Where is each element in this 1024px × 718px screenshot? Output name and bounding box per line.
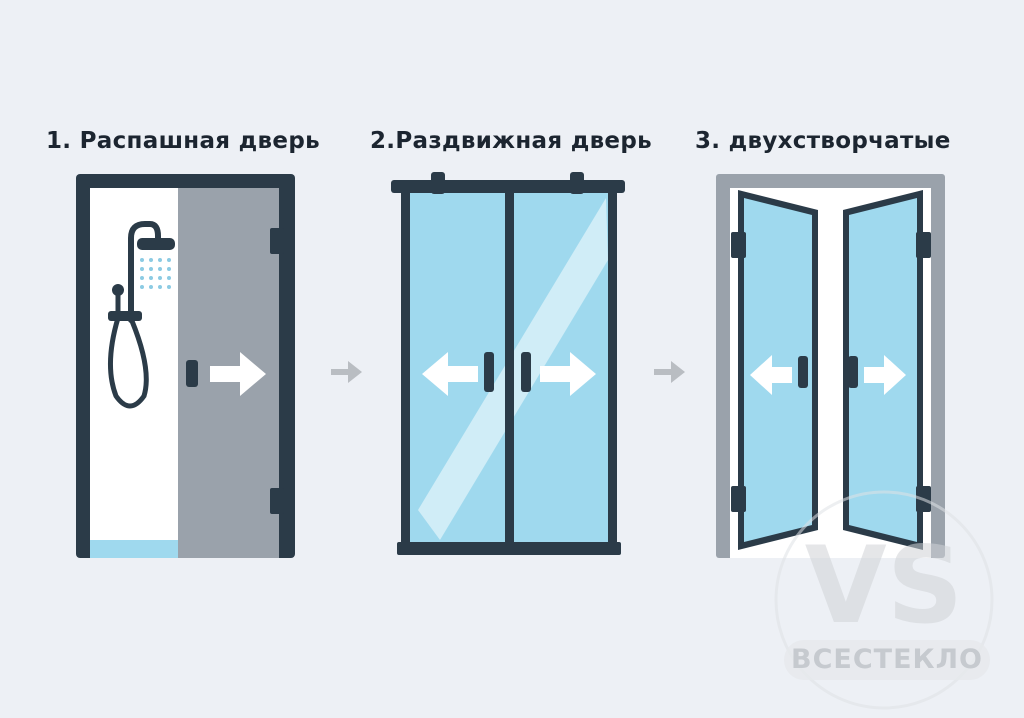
hinge-icon [731, 232, 746, 258]
label-sliding-door: 2.Раздвижная дверь [370, 128, 652, 154]
arrow-left-icon [750, 355, 792, 395]
arrow-right-icon [654, 361, 685, 383]
door-handle-icon [798, 356, 808, 388]
hinge-icon [270, 228, 284, 254]
sliding-bottom-rail [397, 542, 621, 555]
double-door-illustration [716, 174, 945, 558]
arrow-right-icon [864, 355, 906, 395]
watermark-caption: ВСЕСТЕКЛО [784, 640, 990, 680]
door-handle-icon [484, 352, 494, 392]
sliding-frame-left [401, 190, 410, 546]
hinge-icon [916, 232, 931, 258]
arrow-left-icon [422, 352, 478, 396]
door-handle-icon [848, 356, 858, 388]
door-handle-icon [521, 352, 531, 392]
door-handle-icon [186, 360, 198, 387]
hinge-icon [270, 488, 284, 514]
sliding-door-illustration [391, 172, 625, 555]
sliding-top-rail [391, 180, 625, 193]
arrow-right-icon [540, 352, 596, 396]
hinge-icon [731, 486, 746, 512]
roller-icon [570, 172, 584, 194]
swing-door-illustration [76, 174, 295, 558]
label-double-door: 3. двухстворчатые [695, 128, 951, 154]
watermark-logo-text: VS [805, 524, 963, 647]
watermark-logo: VS [774, 490, 994, 710]
sliding-frame-center [505, 190, 514, 546]
arrow-right-icon [210, 352, 266, 396]
shower-icon [107, 221, 175, 409]
label-swing-door: 1. Распашная дверь [46, 128, 320, 154]
water-drops [140, 258, 171, 289]
arrow-right-icon [331, 361, 362, 383]
shower-tray [90, 540, 178, 558]
sliding-frame-right [608, 190, 617, 546]
roller-icon [431, 172, 445, 194]
